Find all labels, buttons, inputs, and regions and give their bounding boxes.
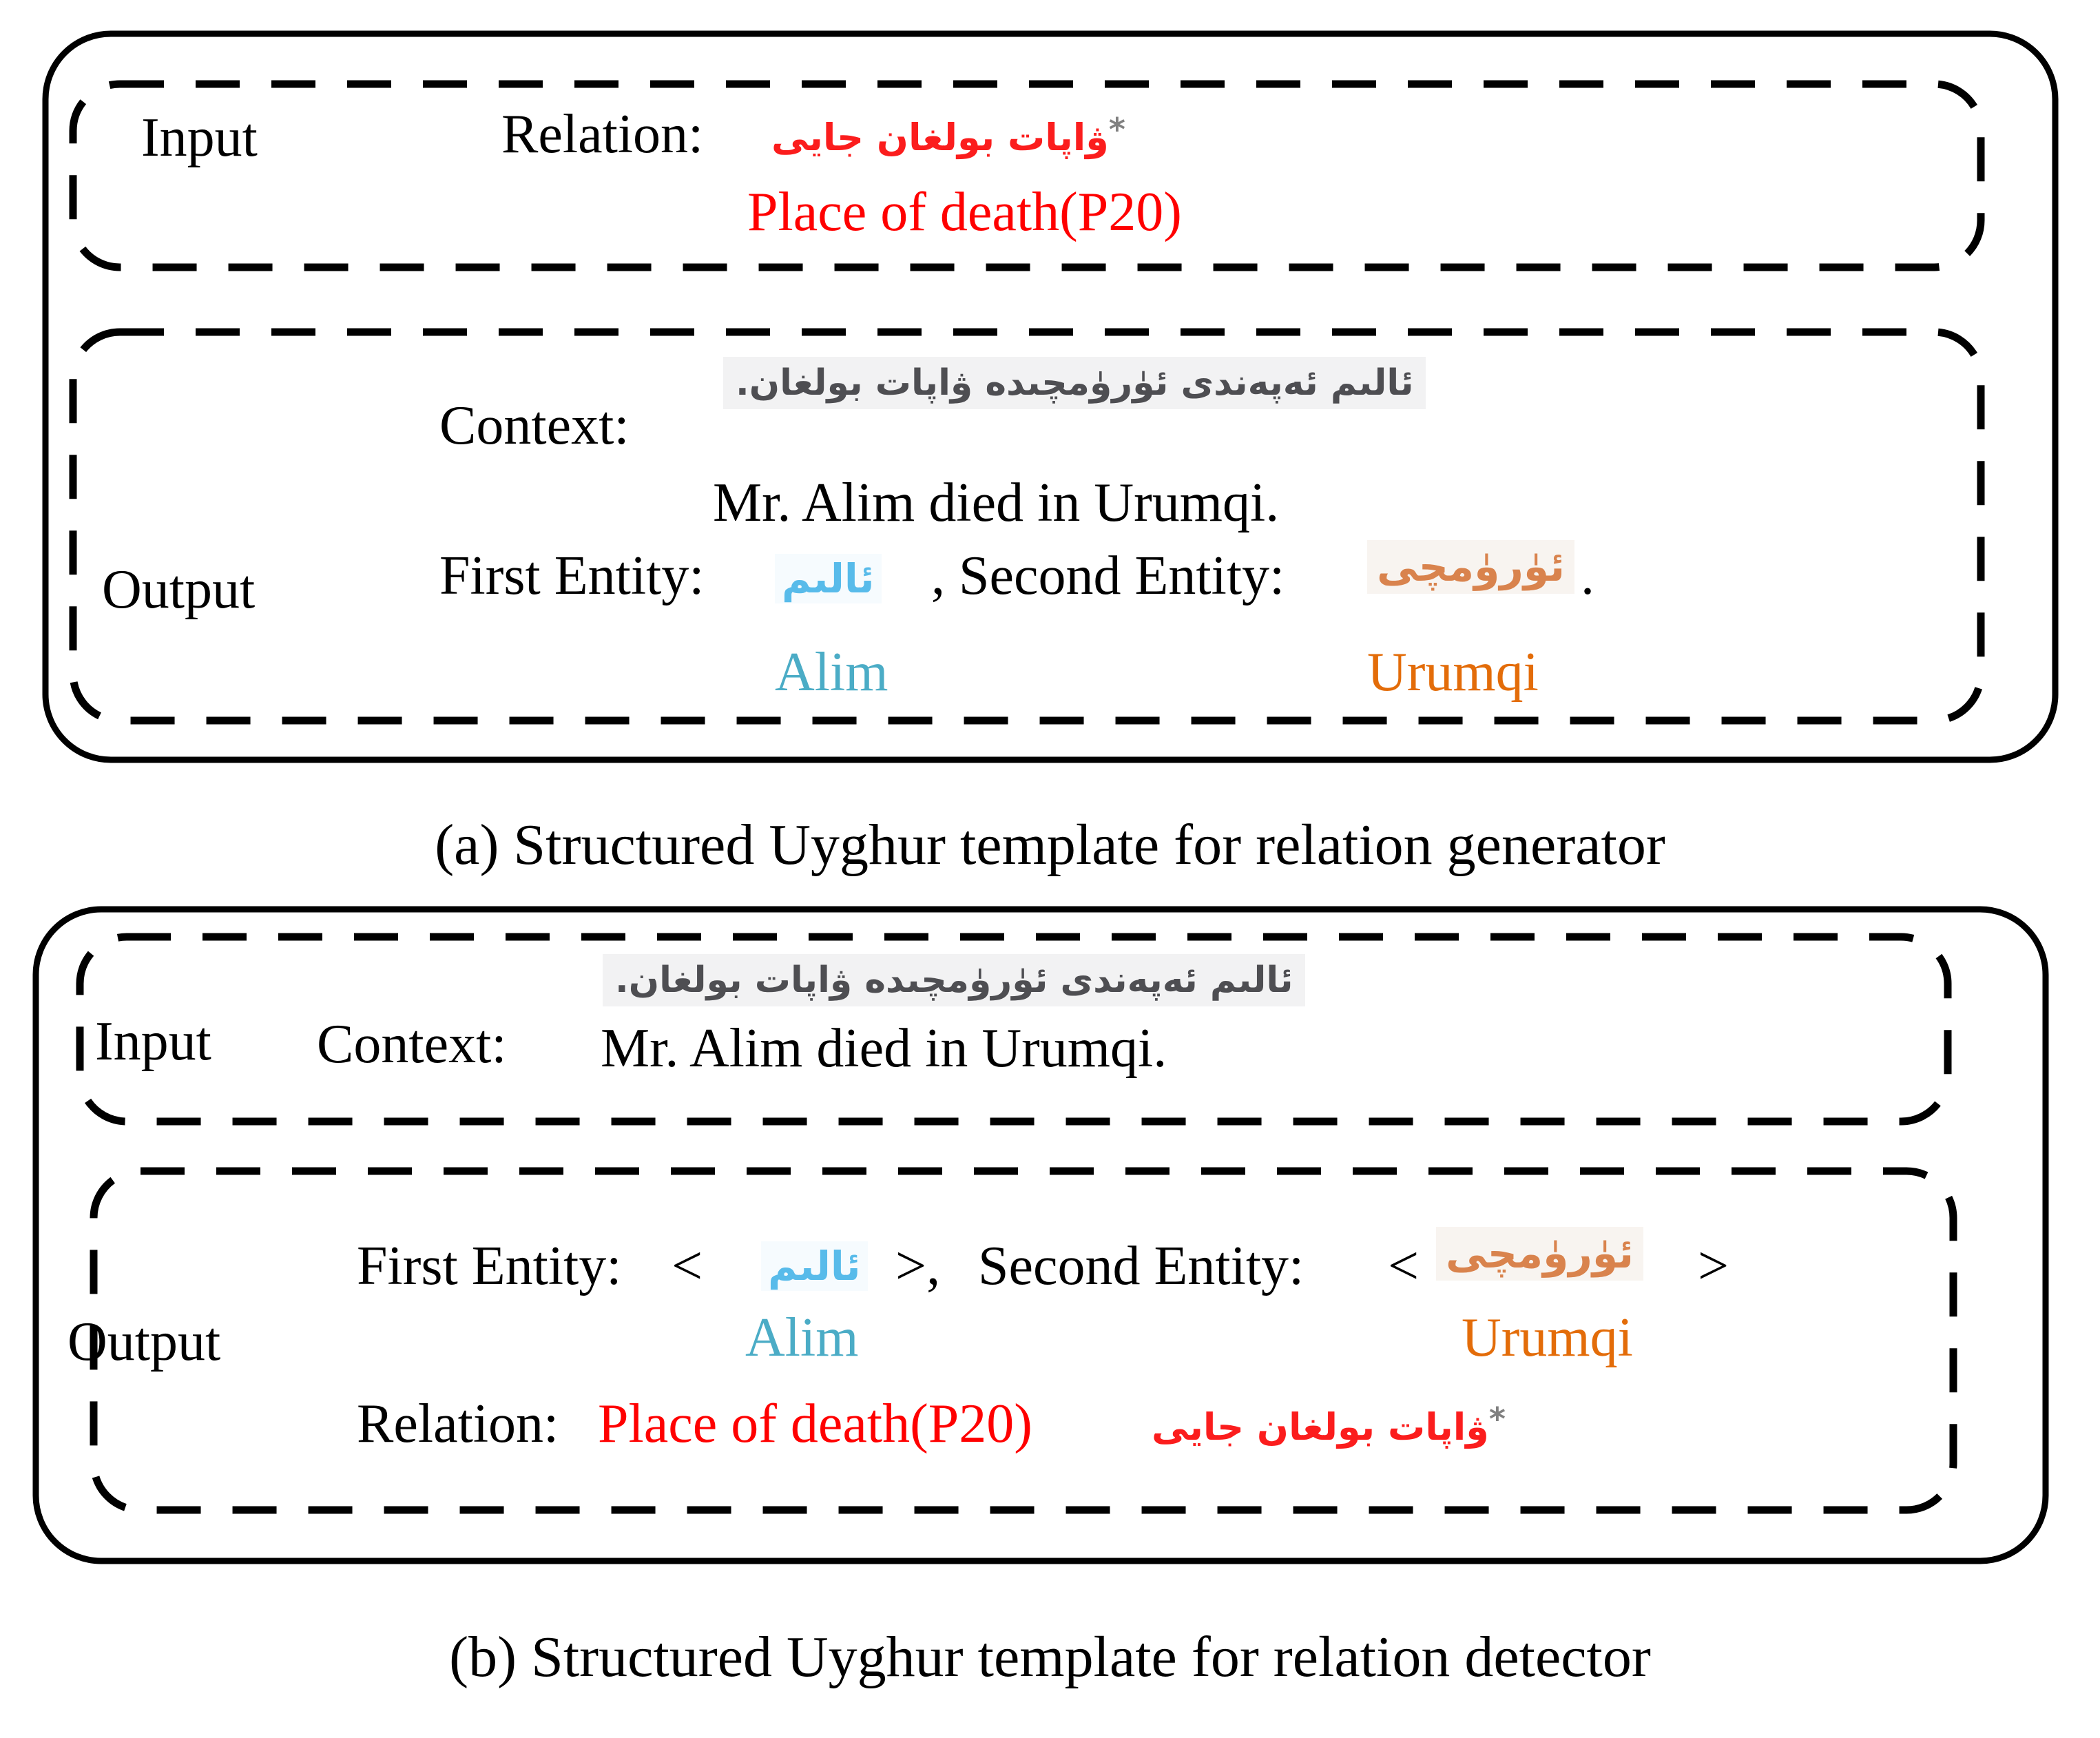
panel-b-caption: (b) Structured Uyghur template for relat… [449,1625,1651,1689]
panel-b-input-dashed-box [76,933,1952,1126]
panel-b-relation-uyghur-wrap: ۋاپات بولغان جايى* [1152,1393,1506,1451]
panel-b-first-entity-label: First Entity: [357,1236,622,1296]
panel-b-relation-english: Place of death(P20) [598,1394,1032,1454]
panel-b-second-entity-label: Second Entity: [978,1236,1304,1296]
panel-b-first-entity-english: Alim [745,1307,859,1368]
panel-a-context-english: Mr. Alim died in Urumqi. [713,473,1280,533]
panel-b-output-label: Output [67,1312,221,1372]
panel-b-open-angle-bracket-1: < [672,1236,703,1296]
panel-a-first-entity-uyghur-wrap: ئالىم [775,546,882,603]
panel-a-second-entity-english: Urumqi [1367,642,1539,703]
panel-a-relation-english: Place of death(P20) [747,182,1182,242]
panel-a-input-dashed-box [69,80,1985,271]
panel-a-output-label: Output [102,559,256,620]
panel-a-relation-uyghur-wrap: ۋاپات بولغان جايى* [771,103,1125,161]
panel-a-sentence-period: . [1581,546,1594,606]
panel-b-relation-uyghur-text: ۋاپات بولغان جايى [1152,1405,1489,1449]
panel-b-open-angle-bracket-2: < [1388,1236,1420,1296]
panel-b-outer-box [32,906,2049,1564]
panel-b-second-entity-uyghur-wrap: ئۈرۈمچى [1436,1221,1644,1281]
panel-a-relation-label: Relation: [501,104,704,165]
panel-b-close-angle-bracket-2: > [1698,1236,1729,1296]
panel-a-input-label: Input [141,107,258,168]
panel-b-relation-label: Relation: [357,1394,559,1454]
panel-a-second-entity-uyghur-text: ئۈرۈمچى [1367,540,1575,594]
panel-a-second-entity-uyghur-wrap: ئۈرۈمچى [1367,534,1575,594]
panel-a-footnote-asterisk-icon: * [1108,111,1125,148]
panel-a-first-entity-uyghur-text: ئالىم [775,554,882,603]
panel-a-caption: (a) Structured Uyghur template for relat… [435,813,1665,877]
panel-a-context-label: Context: [439,395,630,456]
panel-a-first-entity-label: First Entity: [439,546,705,606]
panel-b-close-angle-bracket-comma: >, [895,1236,941,1296]
panel-b-output-dashed-box [90,1167,1957,1514]
panel-b-context-label: Context: [317,1014,507,1075]
panel-a-context-uyghur-text: ئالىم ئەپەندى ئۈرۈمچىدە ۋاپات بولغان. [723,357,1426,409]
panel-b-context-uyghur-wrap: ئالىم ئەپەندى ئۈرۈمچىدە ۋاپات بولغان. [603,945,1306,1006]
panel-a-first-entity-english: Alim [775,642,888,703]
panel-b-context-english: Mr. Alim died in Urumqi. [601,1018,1167,1079]
panel-b-first-entity-uyghur-wrap: ئالىم [761,1233,868,1291]
panel-b-second-entity-uyghur-text: ئۈرۈمچى [1436,1227,1644,1281]
panel-b-input-label: Input [95,1011,211,1072]
panel-b-second-entity-english: Urumqi [1462,1307,1633,1368]
panel-b-context-uyghur-text: ئالىم ئەپەندى ئۈرۈمچىدە ۋاپات بولغان. [603,954,1306,1006]
panel-a-outer-box [42,30,2059,763]
panel-b-footnote-asterisk-icon: * [1488,1400,1506,1438]
panel-a-context-uyghur-wrap: ئالىم ئەپەندى ئۈرۈمچىدە ۋاپات بولغان. [723,348,1426,409]
panel-a-relation-uyghur-text: ۋاپات بولغان جايى [771,116,1109,159]
panel-a-second-entity-label: , Second Entity: [931,546,1285,606]
panel-b-first-entity-uyghur-text: ئالىم [761,1241,868,1291]
